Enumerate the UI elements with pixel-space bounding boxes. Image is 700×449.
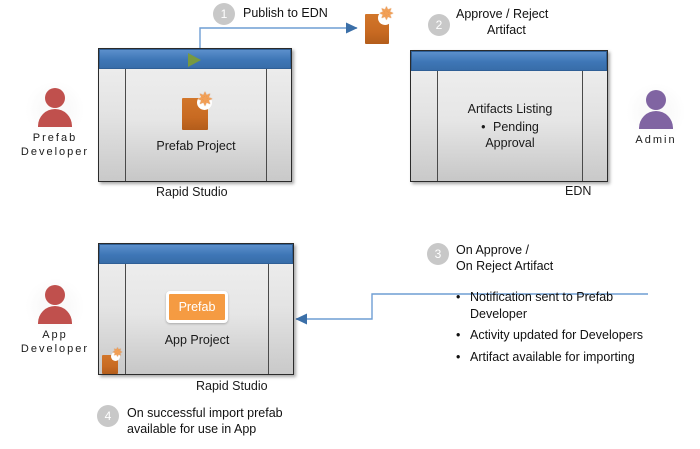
- window-caption-rapid-studio-app: Rapid Studio: [196, 379, 268, 393]
- window-content-label: App Project: [164, 332, 230, 347]
- window-titlebar[interactable]: [99, 49, 291, 69]
- window-caption-edn: EDN: [565, 184, 592, 198]
- step-bubble-4: 4: [97, 405, 119, 427]
- list-item: • Notification sent to Prefab Developer: [456, 289, 691, 322]
- window-content-label: Prefab Project: [156, 139, 236, 153]
- window-titlebar[interactable]: [411, 51, 607, 71]
- window-left-pane: [99, 69, 126, 181]
- artifact-notch: [111, 352, 120, 361]
- bullet-dot: •: [481, 120, 486, 134]
- window-body: ✵ Prefab App Project: [99, 264, 293, 374]
- artifacts-listing-bullet-line2: Approval: [485, 136, 535, 150]
- window-left-pane: [411, 71, 438, 181]
- avatar-head: [45, 285, 65, 305]
- window-center-pane: Prefab App Project: [126, 264, 269, 374]
- step-label-4-line1: On successful import prefab: [127, 406, 283, 420]
- window-center-pane: Artifacts Listing • Pending Approval: [438, 71, 583, 181]
- list-item-text: Notification sent to Prefab Developer: [470, 290, 614, 321]
- window-body: ✵ Prefab Project: [99, 69, 291, 181]
- step-label-3-line2: On Reject Artifact: [456, 259, 554, 273]
- step3-outcome-list: • Notification sent to Prefab Developer …: [456, 289, 691, 365]
- artifacts-listing-bullet: • Pending: [481, 119, 539, 135]
- prefab-pill-button[interactable]: Prefab: [166, 290, 228, 323]
- window-titlebar[interactable]: [99, 244, 293, 264]
- avatar-head: [646, 90, 666, 110]
- artifacts-listing-bullet-line1: Pending: [493, 120, 539, 134]
- actor-label-line2: Developer: [20, 343, 90, 355]
- actor-label-line1: App: [42, 329, 68, 341]
- bullet-dot: •: [456, 349, 461, 364]
- window-right-pane: [269, 264, 293, 374]
- bullet-dot: •: [456, 290, 461, 304]
- artifact-star-icon: ✵: [112, 347, 123, 359]
- avatar-head: [45, 88, 65, 108]
- step-bubble-2: 2: [428, 14, 450, 36]
- actor-label-line1: Admin: [635, 134, 677, 146]
- step-bubble-3: 3: [427, 243, 449, 265]
- window-edn[interactable]: Artifacts Listing • Pending Approval: [410, 50, 608, 182]
- list-item: • Artifact available for importing: [456, 349, 691, 366]
- window-caption-rapid-studio-prefab: Rapid Studio: [156, 185, 228, 199]
- list-item: • Activity updated for Developers: [456, 327, 691, 344]
- step-label-2-line1: Approve / Reject: [456, 7, 549, 21]
- artifact-icon: ✵: [181, 91, 212, 130]
- list-item-text: Activity updated for Developers: [470, 328, 644, 342]
- artifact-notch: [197, 95, 212, 110]
- artifact-notch: [378, 11, 392, 25]
- published-artifact-icon: ✵: [364, 7, 393, 44]
- step-label-1: Publish to EDN: [243, 6, 328, 20]
- artifact-star-icon: ✵: [197, 90, 213, 109]
- window-rapid-studio-app[interactable]: ✵ Prefab App Project: [98, 243, 294, 375]
- actor-label-line2: Developer: [20, 146, 90, 158]
- window-right-pane: [267, 69, 291, 181]
- window-center-pane: ✵ Prefab Project: [126, 69, 267, 181]
- window-right-pane: [583, 71, 607, 181]
- list-item-text: Artifact available for importing: [470, 349, 635, 364]
- bullet-dot: •: [456, 328, 461, 342]
- step-bubble-1: 1: [213, 3, 235, 25]
- window-left-pane: ✵: [99, 264, 126, 374]
- avatar-body: [38, 109, 72, 127]
- actor-label-line1: Prefab: [32, 132, 78, 144]
- step-label-3-line1: On Approve /: [456, 243, 529, 257]
- step-label-4-line2: available for use in App: [127, 422, 257, 436]
- avatar-body: [639, 111, 673, 129]
- sidebar-artifact-icon[interactable]: ✵: [102, 348, 122, 374]
- window-body: Artifacts Listing • Pending Approval: [411, 71, 607, 181]
- artifact-star-icon: ✵: [379, 6, 394, 23]
- window-rapid-studio-prefab[interactable]: ✵ Prefab Project: [98, 48, 292, 182]
- play-icon[interactable]: [188, 53, 201, 67]
- step-label-2-line2: Artifact: [487, 23, 526, 37]
- artifacts-listing-heading: Artifacts Listing: [467, 102, 553, 116]
- avatar-body: [38, 306, 72, 324]
